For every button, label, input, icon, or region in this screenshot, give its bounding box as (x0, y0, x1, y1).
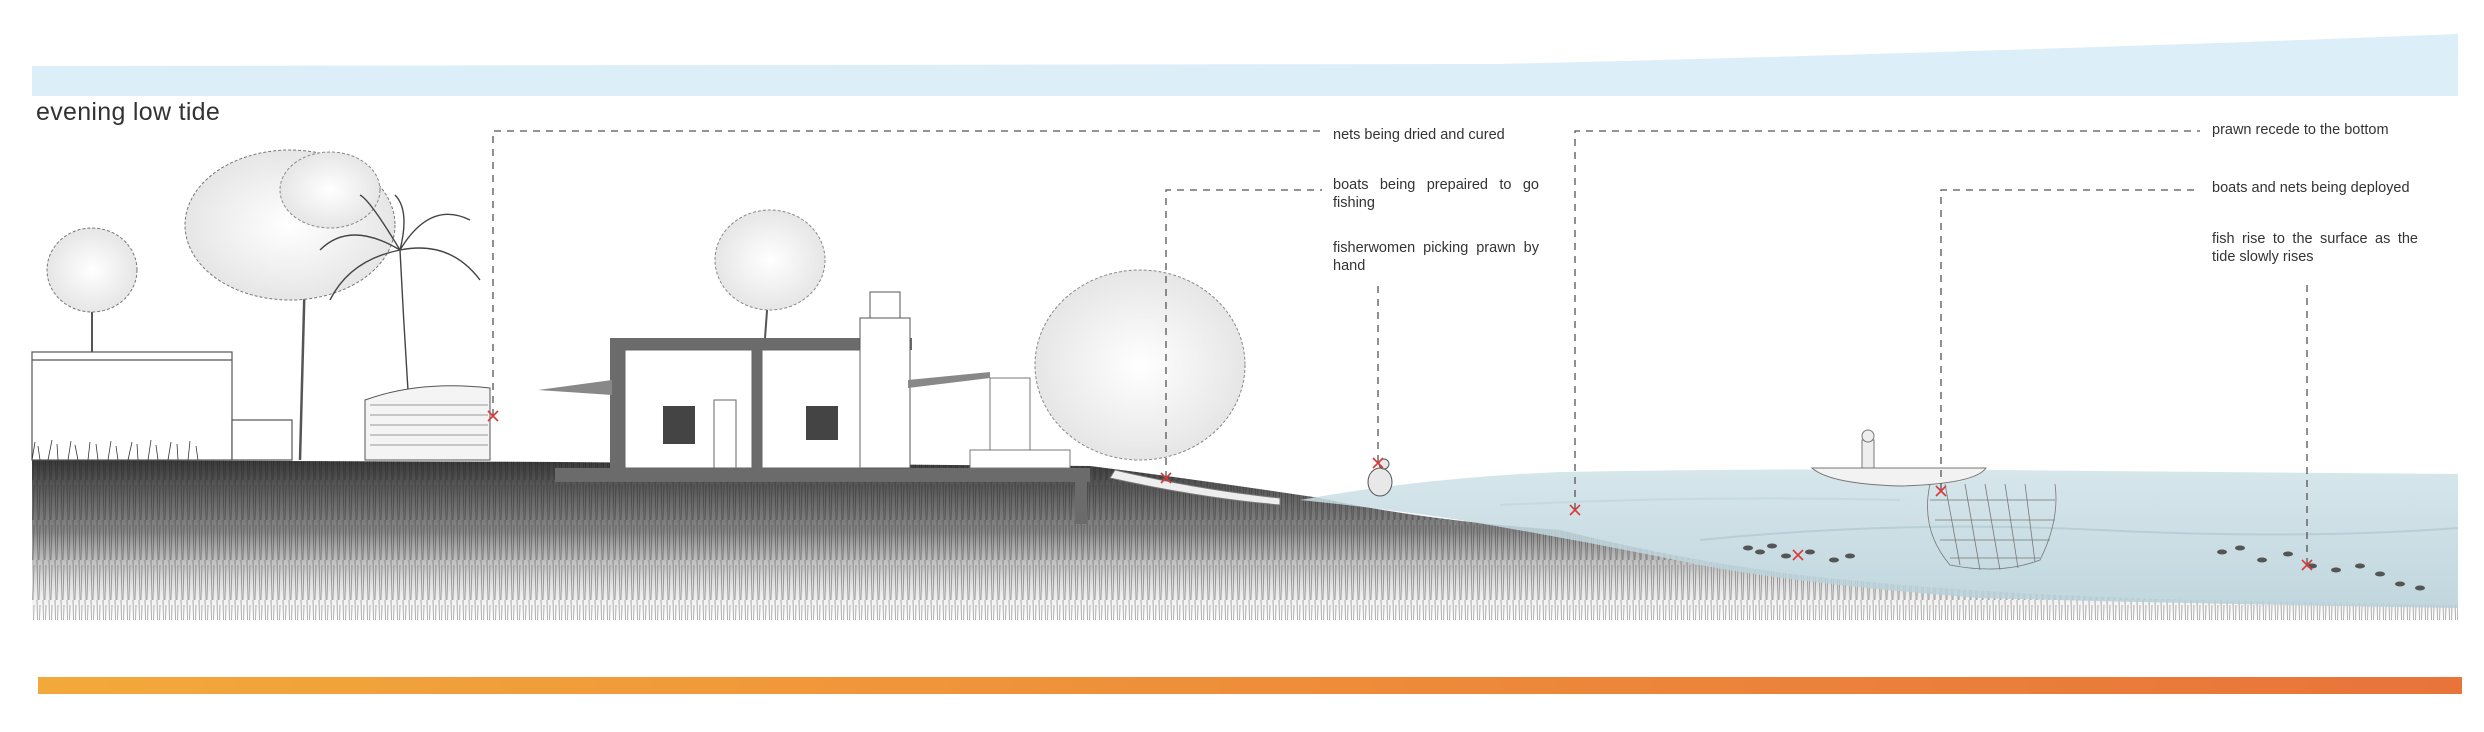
boat-water (1810, 429, 1987, 487)
fishing-net (1927, 483, 2057, 571)
ground-mass (32, 460, 2458, 620)
tree-shore (1034, 269, 1246, 461)
shed (364, 385, 491, 461)
tree-left-small (46, 227, 138, 352)
annotation-fisherwomen: fisherwomen picking prawn by hand (1333, 240, 1539, 274)
marker-crosses (487, 410, 2313, 571)
section-title: evening low tide (36, 98, 221, 126)
leader-lines (492, 130, 2308, 565)
boat-shore (1109, 469, 1281, 506)
annotation-boats-nets-deployed: boats and nets being deployed (2212, 180, 2410, 196)
prawn-cluster (1743, 543, 1855, 563)
compound-wall (31, 351, 293, 461)
house-section (538, 291, 1090, 524)
grass-strip (31, 439, 199, 461)
annotation-fish-rise: fish rise to the surface as the tide slo… (2212, 231, 2418, 265)
annotation-boats-prepared: boats being prepaired to go fishing (1333, 177, 1539, 211)
annotation-prawn-recede: prawn recede to the bottom (2212, 122, 2389, 138)
sky-band (32, 34, 2458, 96)
annotation-nets-dried: nets being dried and cured (1333, 127, 1505, 143)
bottom-color-bar (38, 677, 2462, 694)
tree-left-large (184, 149, 396, 461)
water-body (1300, 469, 2459, 608)
tree-house (714, 209, 826, 339)
